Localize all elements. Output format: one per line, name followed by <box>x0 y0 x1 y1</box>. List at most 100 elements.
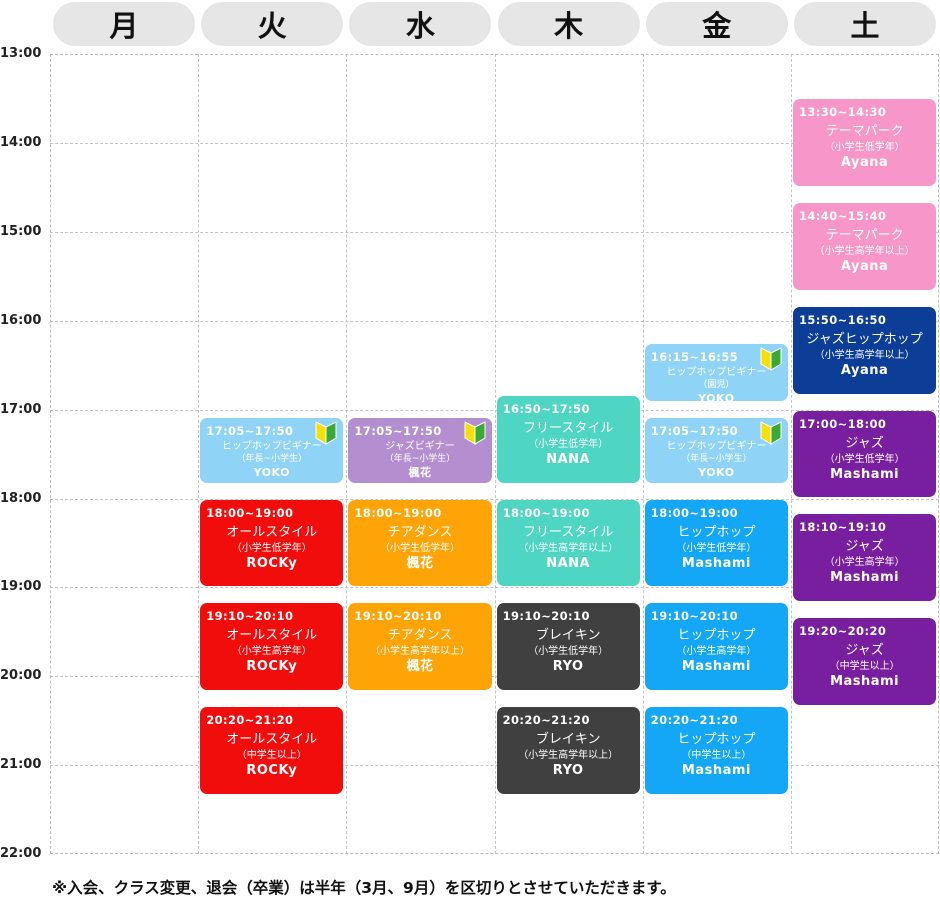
instructor-name: Mashami <box>830 466 900 482</box>
instructor-name: Mashami <box>681 762 751 778</box>
class-time: 20:20~21:20 <box>502 712 590 727</box>
class-level: （小学生低学年） <box>379 542 460 554</box>
instructor-name: ROCKy <box>246 659 298 675</box>
time-label: 17:00 <box>0 401 42 417</box>
instructor-name: 楓花 <box>408 466 432 479</box>
class-level: （小学生高学年以上） <box>518 542 619 554</box>
class-time: 20:20~21:20 <box>650 712 739 727</box>
class-time: 14:40~15:40 <box>799 209 887 224</box>
class-details: ジャズヒップホップ（小学生高学年以上）Ayana <box>793 331 936 380</box>
day-header: 金 <box>645 2 788 46</box>
class-name: ヒップホップ <box>677 628 756 644</box>
instructor-name: Mashami <box>830 674 900 690</box>
beginner-mark-icon <box>315 421 337 445</box>
class-details: チアダンス（小学生低学年）楓花 <box>348 524 491 573</box>
hour-gridline <box>50 587 939 589</box>
class-name: オールスタイル <box>226 524 318 540</box>
schedule-grid <box>50 54 939 854</box>
class-name: ブレイキン <box>535 628 601 644</box>
hour-gridline <box>50 765 939 767</box>
class-level: （小学生低学年） <box>676 542 757 554</box>
day-gridline <box>791 54 792 854</box>
class-details: ジャズ（中学生以上）Mashami <box>793 642 936 691</box>
class-details: ジャズビギナー（年長~小学生）楓花 <box>348 440 491 480</box>
instructor-name: Ayana <box>840 362 889 378</box>
instructor-name: ROCKy <box>246 555 298 571</box>
class-level: （年長~小学生） <box>681 454 752 464</box>
day-header: 土 <box>794 2 936 46</box>
instructor-name: NANA <box>546 451 591 467</box>
class-details: ヒップホップ （小学生低学年）Mashami <box>645 524 788 573</box>
class-name: ヒップホップ <box>677 524 756 540</box>
day-gridline <box>642 54 644 854</box>
class-block-tue-2020[interactable]: 20:20~21:20 オールスタイル（中学生以上）ROCKy <box>200 706 344 794</box>
class-time: 16:50~17:50 <box>502 401 590 416</box>
class-block-thu-1650[interactable]: 16:50~17:50 フリースタイル（小学生低学年）NANA <box>496 395 640 483</box>
instructor-name: YOKO <box>698 391 735 402</box>
class-name: ヒップホップビギナー <box>666 366 767 378</box>
class-name: テーマパーク <box>825 124 904 140</box>
class-name: オールスタイル <box>226 731 318 747</box>
class-details: オールスタイル （小学生低学年）ROCKy <box>200 524 343 573</box>
day-header: 木 <box>497 2 640 46</box>
time-label: 18:00 <box>0 490 42 506</box>
class-details: ヒップホップビギナー（年長~小学生）YOKO <box>645 440 788 480</box>
class-level: （小学生高学年） <box>676 646 757 658</box>
class-details: オールスタイル（中学生以上）ROCKy <box>200 731 343 780</box>
day-header: 火 <box>201 2 344 46</box>
class-time: 19:10~20:10 <box>206 609 294 624</box>
time-label: 22:00 <box>0 846 42 862</box>
class-time: 13:30~14:30 <box>799 105 887 120</box>
class-details: フリースタイル（小学生低学年）NANA <box>497 420 640 469</box>
instructor-name: Mashami <box>681 555 751 571</box>
class-name: ブレイキン <box>535 731 601 747</box>
instructor-name: RYO <box>552 762 584 778</box>
class-level: （小学生高学年） <box>824 557 905 569</box>
class-block-fri-1800[interactable]: 18:00~19:00 ヒップホップ （小学生低学年）Mashami <box>644 499 788 587</box>
instructor-name: Ayana <box>840 155 889 171</box>
instructor-name: RYO <box>552 659 584 675</box>
beginner-mark-icon <box>760 421 782 445</box>
class-details: ヒップホップ（小学生高学年）Mashami <box>645 627 788 676</box>
class-level: （年長~小学生） <box>384 454 456 464</box>
hour-gridline <box>50 498 939 500</box>
class-level: （小学生高学年） <box>231 646 312 658</box>
class-level: （小学生低学年） <box>824 453 905 465</box>
class-level: （小学生低学年） <box>528 438 609 450</box>
time-label: 13:00 <box>0 46 42 61</box>
class-name: ジャズ <box>845 539 884 555</box>
instructor-name: ROCKy <box>246 762 298 778</box>
class-name: ヒップホップ <box>677 731 756 747</box>
time-label: 19:00 <box>0 579 42 595</box>
class-time: 20:20~21:20 <box>206 712 294 727</box>
class-time: 18:10~19:10 <box>799 520 887 535</box>
beginner-mark-icon <box>464 421 486 445</box>
day-gridline <box>346 54 348 854</box>
class-details: フリースタイル（小学生高学年以上）NANA <box>497 524 640 573</box>
class-name: ヒップホップビギナー <box>666 441 767 452</box>
instructor-name: Ayana <box>840 259 889 275</box>
hour-gridline <box>50 320 939 322</box>
class-level: （小学生低学年） <box>231 542 312 554</box>
class-time: 18:00~19:00 <box>650 505 739 520</box>
class-level: （小学生高学年以上） <box>814 349 915 361</box>
